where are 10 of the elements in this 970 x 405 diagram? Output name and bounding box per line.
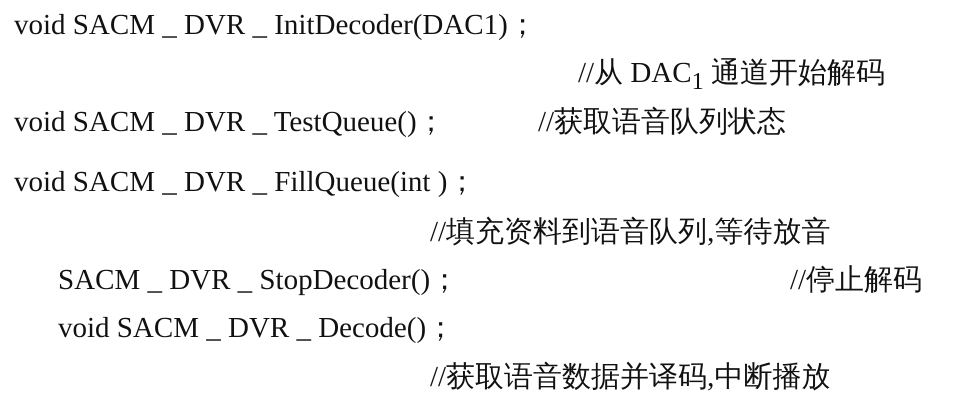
code-comment: //填充资料到语音队列,等待放音 <box>430 215 830 249</box>
code-line: void SACM _ DVR _ FillQueue(int )； <box>14 165 476 199</box>
code-comment: //获取语音队列状态 <box>538 105 786 139</box>
code-line: void SACM _ DVR _ InitDecoder(DAC1)； <box>14 8 537 42</box>
code-comment: //获取语音数据并译码,中断播放 <box>430 360 830 394</box>
code-comment: //从 DAC$_{1}$ 通道开始解码 <box>578 56 885 97</box>
code-line: void SACM _ DVR _ Decode()； <box>58 311 456 345</box>
code-comment: //停止解码 <box>790 263 922 297</box>
code-line: void SACM _ DVR _ TestQueue()； <box>14 105 446 139</box>
code-line: SACM _ DVR _ StopDecoder()； <box>58 263 460 297</box>
